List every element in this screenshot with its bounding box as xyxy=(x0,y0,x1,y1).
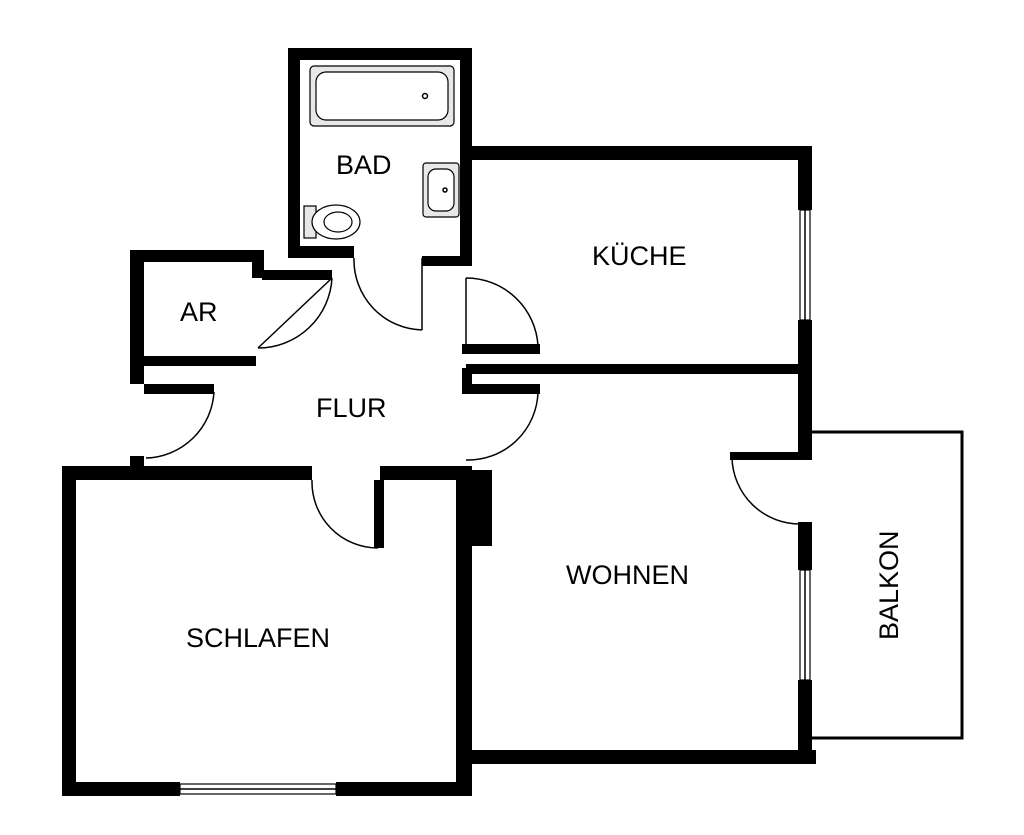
room-kueche xyxy=(460,146,812,378)
door-ar xyxy=(257,277,333,349)
room-bad xyxy=(288,48,472,266)
label-bad: BAD xyxy=(336,150,392,180)
door-schlafen xyxy=(311,479,379,549)
label-schlafen: SCHLAFEN xyxy=(186,623,330,653)
door-balkon xyxy=(731,457,801,525)
room-wohnen xyxy=(464,370,816,764)
label-flur: FLUR xyxy=(316,393,387,423)
room-ar xyxy=(130,250,332,384)
label-kueche: KÜCHE xyxy=(592,241,687,271)
door-entrance xyxy=(145,391,215,459)
door-wohnen xyxy=(465,391,539,461)
door-kueche xyxy=(465,277,539,347)
toilet-icon xyxy=(303,204,361,240)
bathtub-icon xyxy=(309,65,455,127)
room-schlafen xyxy=(62,466,492,796)
label-wohnen: WOHNEN xyxy=(566,560,689,590)
label-ar: AR xyxy=(180,297,218,327)
label-balkon: BALKON xyxy=(874,530,904,640)
room-balkon xyxy=(812,430,964,740)
door-bad xyxy=(353,257,423,331)
room-flur xyxy=(130,368,540,468)
sink-icon xyxy=(422,162,460,218)
